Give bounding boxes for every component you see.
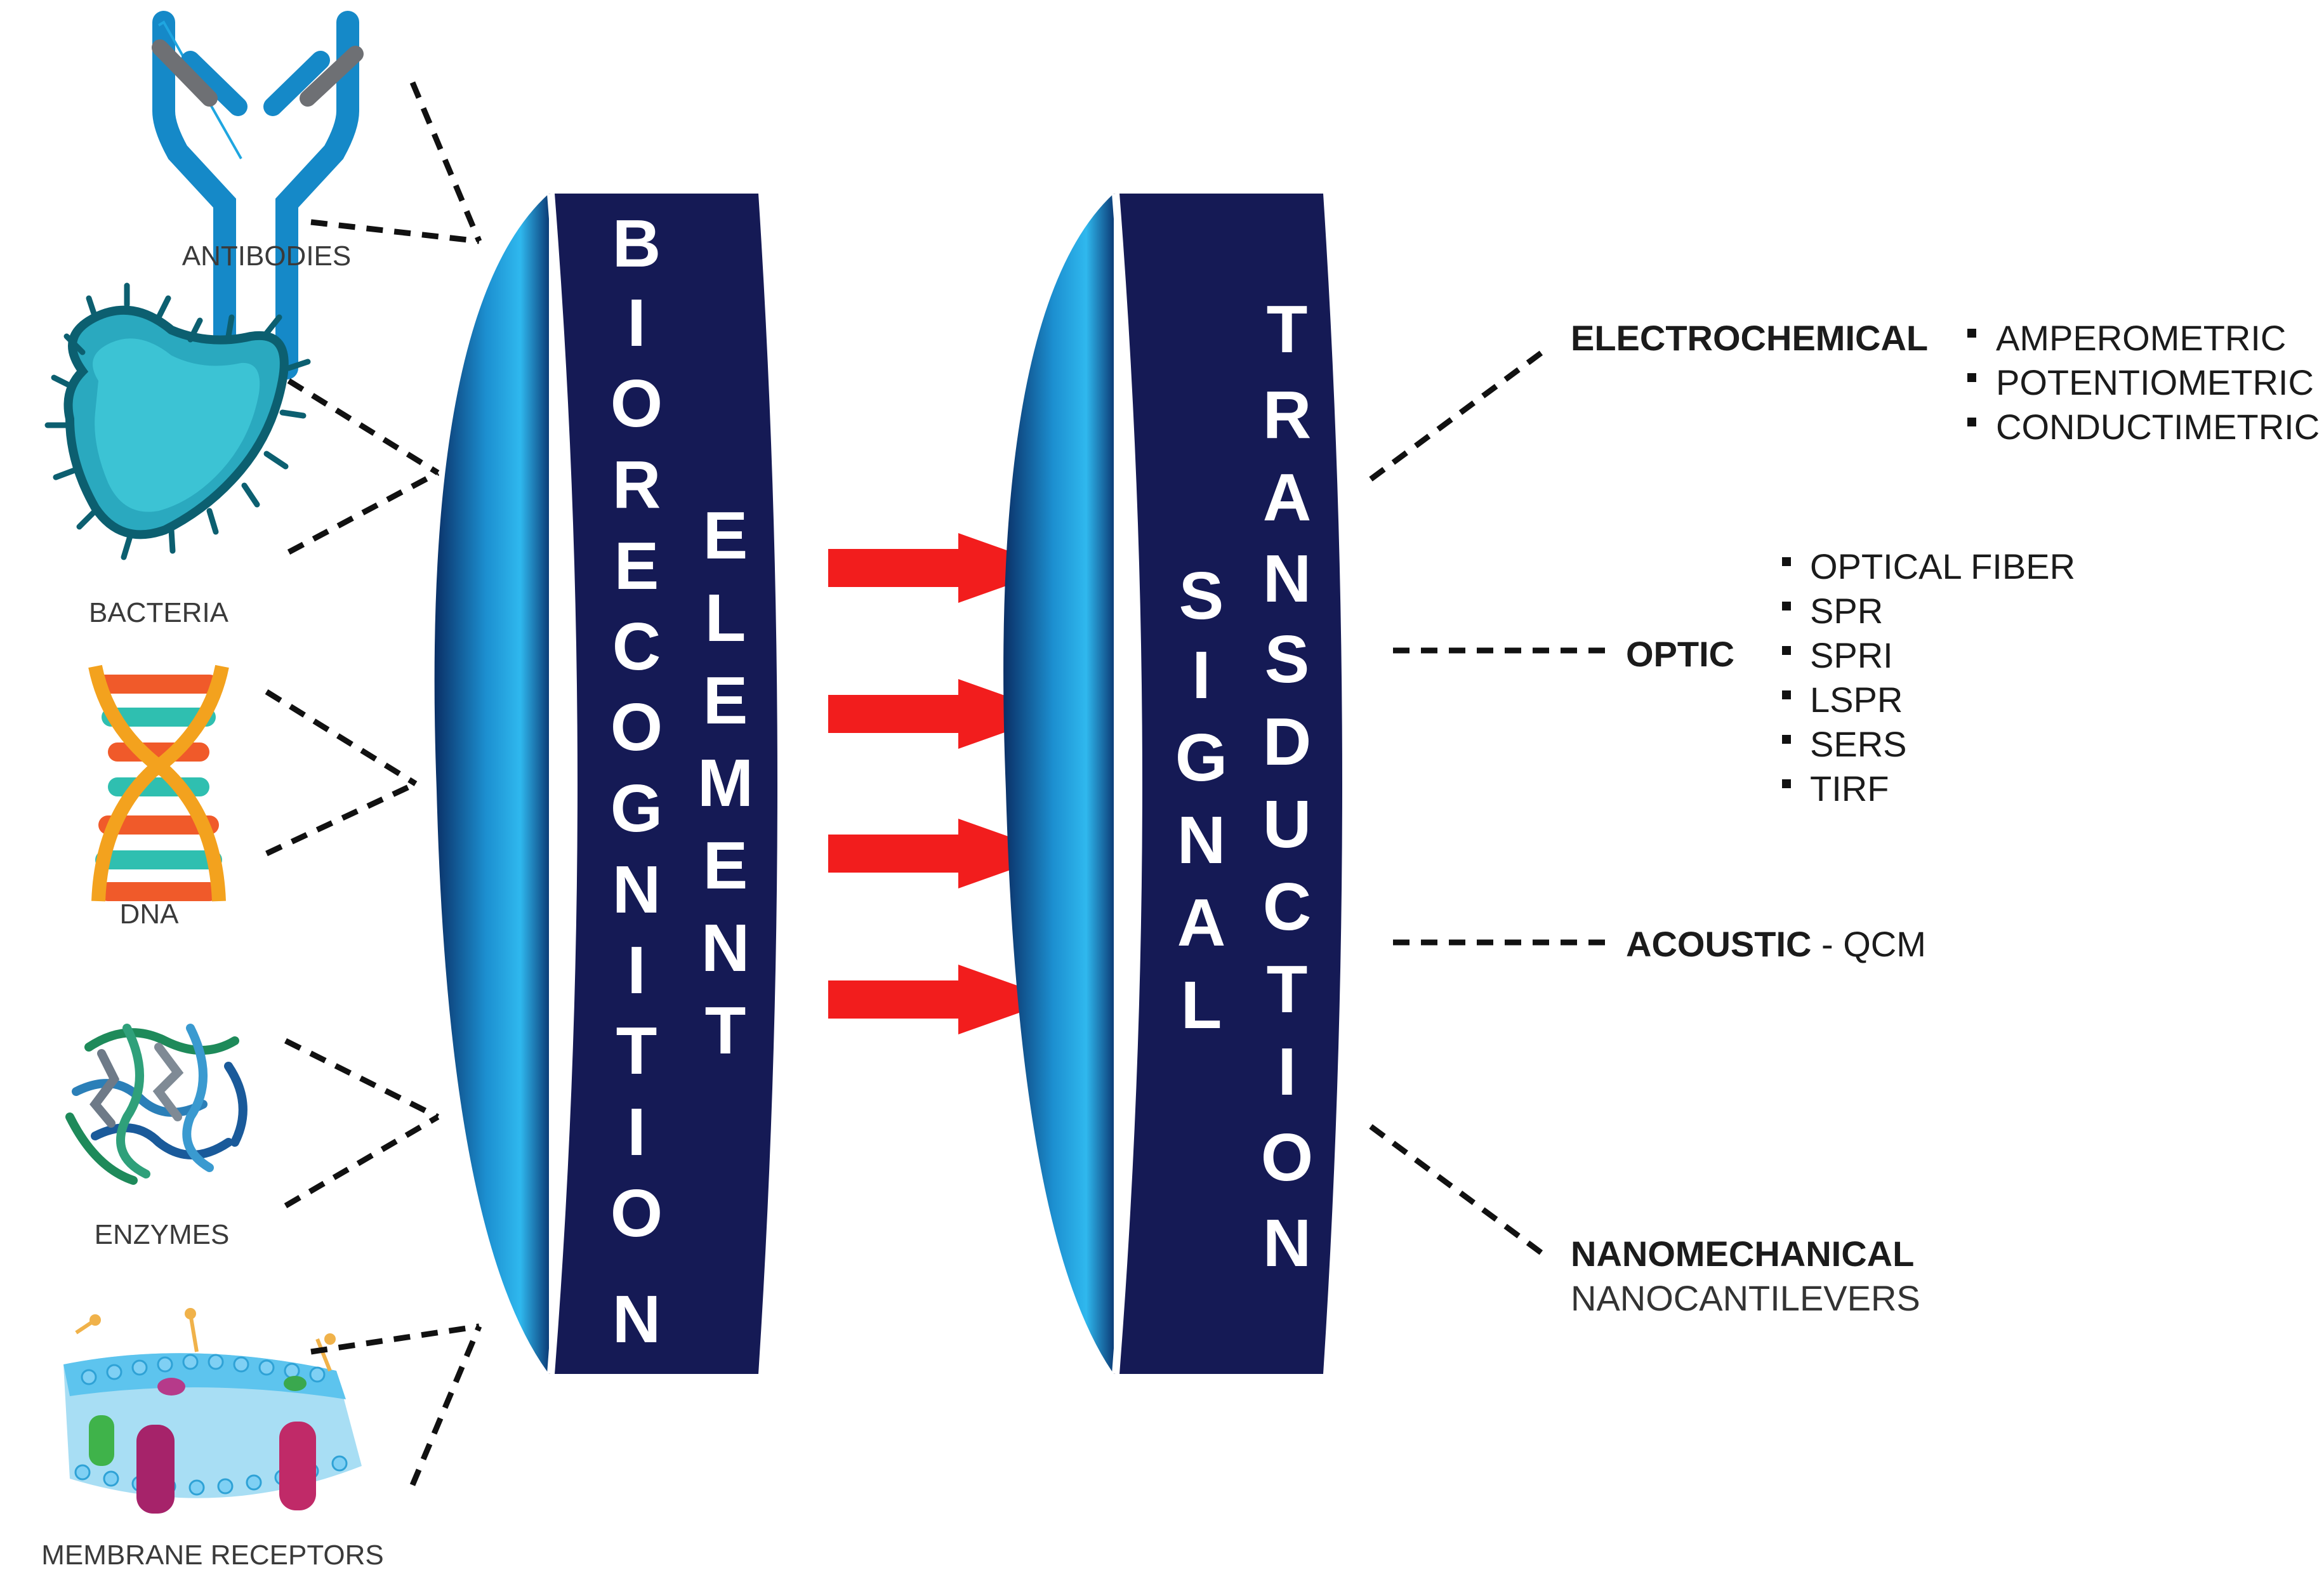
optic-item: SERS <box>1810 724 1907 764</box>
transducer-letter: T <box>1267 292 1308 367</box>
electrochemical-item: CONDUCTIMETRIC <box>1996 407 2320 447</box>
acoustic-suffix: - QCM <box>1811 924 1925 964</box>
transducer-letter: T <box>1267 952 1308 1027</box>
transducer-letter: C <box>1263 869 1312 944</box>
bioreceptor-letter: O <box>611 366 663 441</box>
transducer-letter: U <box>1263 787 1312 862</box>
bioreceptor-letter: N <box>701 911 750 986</box>
transducer-letter: S <box>1265 622 1310 697</box>
bullet-icon <box>1782 602 1791 610</box>
transducer-letter: N <box>1177 803 1226 878</box>
bacteria-label: BACTERIA <box>89 597 229 628</box>
bioreceptor-letter: E <box>703 828 748 903</box>
bullet-icon <box>1782 779 1791 788</box>
bioreceptor-letter: G <box>611 771 663 846</box>
transducer-word1: S I G N A L <box>1175 558 1227 1043</box>
optic-group: OPTIC OPTICAL FIBER SPR SPRI LSPR SERS T… <box>1626 546 2075 808</box>
enzymes-label: ENZYMES <box>95 1219 230 1250</box>
dna-icon <box>88 664 229 902</box>
bioreceptor-letter: N <box>612 1282 661 1357</box>
bullet-icon <box>1782 557 1791 566</box>
bioreceptor-letter: B <box>612 206 661 281</box>
membrane-receptors-label: MEMBRANE RECEPTORS <box>41 1540 384 1571</box>
membrane-icon <box>63 1308 362 1514</box>
bioreceptor-letter: E <box>703 498 748 573</box>
acoustic-title: ACOUSTIC <box>1626 924 1811 964</box>
acoustic-group: ACOUSTIC - QCM <box>1626 924 1926 964</box>
nanomechanical-subtitle: NANOCANTILEVERS <box>1571 1278 1920 1318</box>
transducer-block <box>1003 193 1342 1375</box>
transducer-letter: G <box>1175 720 1227 795</box>
bioreceptor-letter: O <box>611 690 663 765</box>
bioreceptor-letter: I <box>627 1095 645 1170</box>
arrow-4 <box>828 965 1057 1034</box>
acoustic-line: ACOUSTIC - QCM <box>1626 924 1926 964</box>
bioreceptor-letter: I <box>627 933 645 1008</box>
optic-item: SPR <box>1810 591 1883 631</box>
bullet-icon <box>1782 735 1791 744</box>
antibodies-label: ANTIBODIES <box>182 241 352 272</box>
transducer-letter: I <box>1278 1034 1296 1109</box>
optic-item: OPTICAL FIBER <box>1810 546 2075 586</box>
bioreceptor-block <box>434 193 777 1375</box>
bullet-icon <box>1782 690 1791 699</box>
bioreceptor-word2: E L E M E N T <box>697 498 753 1068</box>
transducer-letter: D <box>1263 704 1312 779</box>
electrochemical-group: ELECTROCHEMICAL AMPEROMETRIC POTENTIOMET… <box>1571 318 2320 447</box>
dna-label: DNA <box>120 899 180 930</box>
bioreceptor-letter: E <box>703 663 748 738</box>
arrow-2 <box>828 679 1057 749</box>
bioreceptor-letter: O <box>611 1176 663 1251</box>
transducer-word2: T R A N S D U C T I O N <box>1261 292 1313 1281</box>
bullet-icon <box>1967 418 1976 426</box>
electrochemical-item: POTENTIOMETRIC <box>1996 362 2314 402</box>
arrow-1 <box>828 533 1057 603</box>
transducer-letter: N <box>1263 1206 1312 1281</box>
optic-title: OPTIC <box>1626 634 1734 674</box>
bioreceptor-letter: N <box>612 852 661 927</box>
bioreceptor-letter: C <box>612 609 661 684</box>
bullet-icon <box>1967 329 1976 338</box>
electrochemical-item: AMPEROMETRIC <box>1996 318 2286 358</box>
signal-arrows <box>828 533 1057 1034</box>
bioreceptor-letter: I <box>627 286 645 360</box>
bioreceptor-connectors <box>265 81 482 1486</box>
bioreceptor-letter: E <box>614 529 659 604</box>
transducer-letter: L <box>1181 968 1222 1043</box>
bioreceptor-letter: R <box>612 447 661 522</box>
bioreceptor-letter: T <box>705 993 746 1068</box>
bullet-icon <box>1782 646 1791 655</box>
arrow-3 <box>828 819 1057 888</box>
transducer-letter: S <box>1179 558 1224 633</box>
transducer-letter: A <box>1177 885 1226 960</box>
bioreceptor-letter: M <box>697 746 753 821</box>
transducer-letter: O <box>1261 1120 1313 1195</box>
enzyme-icon <box>60 1012 257 1185</box>
bullet-icon <box>1967 373 1976 382</box>
transducer-letter: N <box>1263 541 1312 616</box>
transducer-letter: I <box>1192 638 1210 713</box>
transducer-letter: A <box>1263 460 1312 535</box>
optic-item: LSPR <box>1810 680 1903 720</box>
transducer-connectors <box>1369 350 1612 1256</box>
optic-item: TIRF <box>1810 769 1889 808</box>
bioreceptor-letter: T <box>616 1013 657 1088</box>
electrochemical-title: ELECTROCHEMICAL <box>1571 318 1928 358</box>
bacteria-icon <box>44 282 311 560</box>
transducer-letter: R <box>1263 378 1312 452</box>
nanomechanical-title: NANOMECHANICAL <box>1571 1234 1914 1274</box>
bioreceptor-letter: L <box>705 581 746 656</box>
optic-item: SPRI <box>1810 635 1893 675</box>
bioreceptor-word1: B I O R E C O G N I T I O N <box>611 206 663 1357</box>
nanomechanical-group: NANOMECHANICAL NANOCANTILEVERS <box>1571 1234 1920 1318</box>
antibody-icon <box>152 11 364 380</box>
